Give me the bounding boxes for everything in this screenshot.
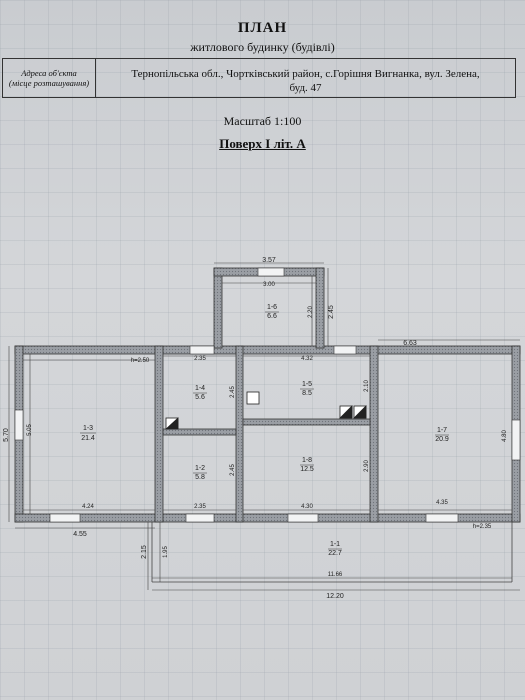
- plan-subtitle: житлового будинку (будівлі): [190, 40, 335, 54]
- dimension-lines: [8, 262, 520, 591]
- stove-icons: [164, 391, 367, 430]
- room-1-5-id: 1-5: [302, 381, 312, 388]
- annex-wall-right: [315, 267, 325, 349]
- address-table: Адреса об'єкта (місце розташування) Терн…: [2, 58, 516, 98]
- porch: [151, 522, 513, 583]
- address-label-line2: (місце розташування): [8, 78, 90, 88]
- floor-label: Поверх I літ. А: [219, 136, 306, 151]
- dim-top-annex-inner: 3.00: [263, 282, 275, 288]
- address-line1: Тернопільська обл., Чортківський район, …: [131, 68, 480, 80]
- dim-left-block-width: 4.55: [73, 531, 87, 538]
- room-1-3-id: 1-3: [83, 425, 93, 432]
- wall-int-5: [242, 418, 371, 426]
- wall-int-4: [162, 428, 237, 436]
- dim-ceiling-porch: h=2.35: [473, 524, 492, 530]
- room-1-2-area: 5.8: [195, 474, 205, 481]
- dim-porch-height-outer: 2.15: [141, 545, 148, 559]
- dim-annex-height-outer: 2.45: [328, 305, 335, 319]
- room-1-7-id: 1-7: [437, 427, 447, 434]
- dim-ceiling-left: h=2.50: [131, 358, 150, 364]
- dim-annex-height-inner: 2.20: [308, 306, 314, 318]
- dim-total-width: 12.20: [326, 593, 344, 600]
- dim-room12-side: 2.45: [230, 464, 236, 476]
- plan-title: ПЛАН: [237, 20, 288, 36]
- room-1-7-area: 20.9: [435, 436, 449, 443]
- dim-room18-bottom: 4.30: [301, 504, 313, 510]
- dim-porch-inner-width: 11.66: [328, 572, 343, 578]
- dim-room15-side: 2.10: [364, 380, 370, 392]
- scale-label: Масштаб 1:100: [223, 114, 302, 128]
- wall-int-3: [369, 345, 379, 523]
- dim-top-annex-outer: 3.57: [262, 257, 276, 264]
- room-1-8-area: 12.5: [300, 466, 314, 473]
- dim-room12-bottom: 2.35: [194, 504, 206, 510]
- dimension-labels: 3.57 3.00 2.20 2.45 6.63 5.70 5.05 h=2.5…: [3, 257, 508, 600]
- dim-room17-bottom: 4.35: [436, 500, 448, 506]
- address-value: Тернопільська обл., Чортківський район, …: [96, 59, 515, 97]
- room-labels: 1-3 21.4 1-4 5.6 1-2 5.8 1-5 8.5 1-8 12.…: [80, 304, 449, 557]
- room-1-1-area: 22.7: [328, 550, 342, 557]
- wall-int-2: [235, 345, 244, 523]
- room-1-5-area: 8.5: [302, 390, 312, 397]
- address-label-line1: Адреса об'єкта: [21, 68, 77, 78]
- annex-wall-left: [213, 267, 223, 349]
- room-1-1-id: 1-1: [330, 541, 340, 548]
- wall-int-1: [154, 345, 164, 523]
- dim-room13-width: 4.24: [82, 504, 94, 510]
- room-1-2-id: 1-2: [195, 465, 205, 472]
- dim-room14-top: 2.35: [194, 356, 206, 362]
- wall-top: [14, 345, 521, 355]
- windows: [14, 267, 521, 523]
- dim-left-height-inner: 5.05: [27, 424, 33, 436]
- dim-room15-top: 4.32: [301, 356, 313, 362]
- dim-room18-side: 2.90: [364, 460, 370, 472]
- address-line2: буд. 47: [289, 82, 322, 94]
- room-1-8-id: 1-8: [302, 457, 312, 464]
- dim-room14-side: 2.45: [230, 386, 236, 398]
- dim-right-block-width: 6.63: [403, 340, 417, 347]
- dim-left-height-outer: 5.70: [3, 428, 10, 442]
- dim-room17-side: 4.80: [502, 430, 508, 442]
- room-1-4-id: 1-4: [195, 385, 205, 392]
- room-1-4-area: 5.6: [195, 394, 205, 401]
- room-1-6-id: 1-6: [267, 304, 277, 311]
- address-label: Адреса об'єкта (місце розташування): [3, 59, 96, 97]
- room-1-6-area: 6.6: [267, 313, 277, 320]
- room-1-3-area: 21.4: [81, 435, 95, 442]
- dim-porch-height-inner: 1.95: [163, 546, 169, 558]
